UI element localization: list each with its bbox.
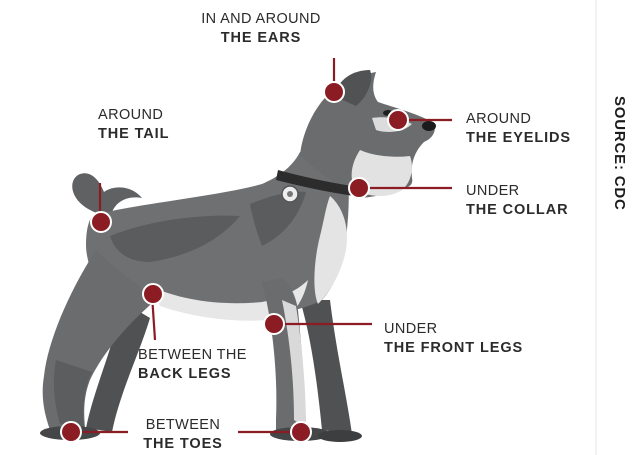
label-ears-line1: IN AND AROUND <box>186 10 336 29</box>
label-ears-line2: THE EARS <box>186 29 336 48</box>
marker-ears <box>324 82 344 102</box>
label-front-legs-line2: THE FRONT LEGS <box>384 339 523 358</box>
source-credit: SOURCE: CDC <box>598 96 628 236</box>
label-toes: BETWEEN THE TOES <box>128 416 238 454</box>
marker-tail <box>91 212 111 232</box>
label-tail-line2: THE TAIL <box>98 125 169 144</box>
label-collar-line1: UNDER <box>466 182 568 201</box>
label-front-legs-line1: UNDER <box>384 320 523 339</box>
label-tail-line1: AROUND <box>98 106 169 125</box>
label-back-legs: BETWEEN THE BACK LEGS <box>138 346 247 384</box>
label-eyelids-line2: THE EYELIDS <box>466 129 571 148</box>
dog-front-leg-far <box>300 300 352 434</box>
dog-nose <box>422 121 436 131</box>
label-back-legs-line1: BETWEEN THE <box>138 346 247 365</box>
label-toes-line1: BETWEEN <box>128 416 238 435</box>
label-collar: UNDER THE COLLAR <box>466 182 568 220</box>
label-toes-line2: THE TOES <box>128 435 238 454</box>
label-tail: AROUND THE TAIL <box>98 106 169 144</box>
marker-toes-right <box>291 422 311 442</box>
label-ears: IN AND AROUND THE EARS <box>186 10 336 48</box>
label-front-legs: UNDER THE FRONT LEGS <box>384 320 523 358</box>
label-eyelids: AROUND THE EYELIDS <box>466 110 571 148</box>
label-collar-line2: THE COLLAR <box>466 201 568 220</box>
label-back-legs-line2: BACK LEGS <box>138 365 247 384</box>
marker-front-legs <box>264 314 284 334</box>
marker-toes-left <box>61 422 81 442</box>
marker-back-legs <box>143 284 163 304</box>
marker-eyelids <box>388 110 408 130</box>
label-eyelids-line1: AROUND <box>466 110 571 129</box>
marker-collar <box>349 178 369 198</box>
